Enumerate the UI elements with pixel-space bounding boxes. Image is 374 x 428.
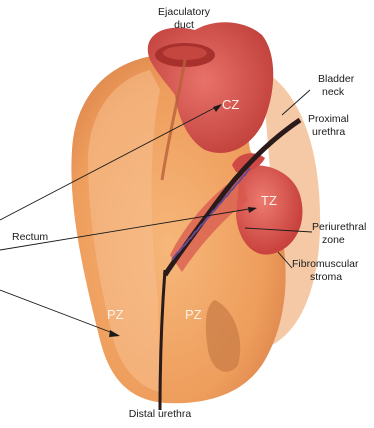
zone-label-pz-left: PZ xyxy=(107,307,124,322)
periurethral-zone-label-line2: zone xyxy=(322,234,345,246)
fibromuscular-stroma-label-line1: Fibromuscular xyxy=(292,258,359,270)
bladder-neck-label-line1: Bladder xyxy=(318,73,355,85)
bladder-neck-label-line2: neck xyxy=(322,86,345,98)
ejaculatory-duct-label-line2: duct xyxy=(174,19,194,31)
rectum-label: Rectum xyxy=(12,231,48,243)
ejaculatory-duct-rim xyxy=(163,46,207,60)
fibromuscular-stroma-label-line2: stroma xyxy=(310,271,342,283)
ejaculatory-duct-label-line1: Ejaculatory xyxy=(158,6,211,18)
left-lobe-highlight xyxy=(88,70,160,392)
proximal-urethra-label-line1: Proximal xyxy=(308,113,349,125)
periurethral-zone-label-line1: Periurethral xyxy=(312,221,366,233)
proximal-urethra-label-line2: urethra xyxy=(312,126,345,138)
zone-label-pz-right: PZ xyxy=(185,307,202,322)
zone-label-tz: TZ xyxy=(261,193,277,208)
distal-urethra-label: Distal urethra xyxy=(129,408,192,420)
zone-label-cz: CZ xyxy=(222,97,239,112)
